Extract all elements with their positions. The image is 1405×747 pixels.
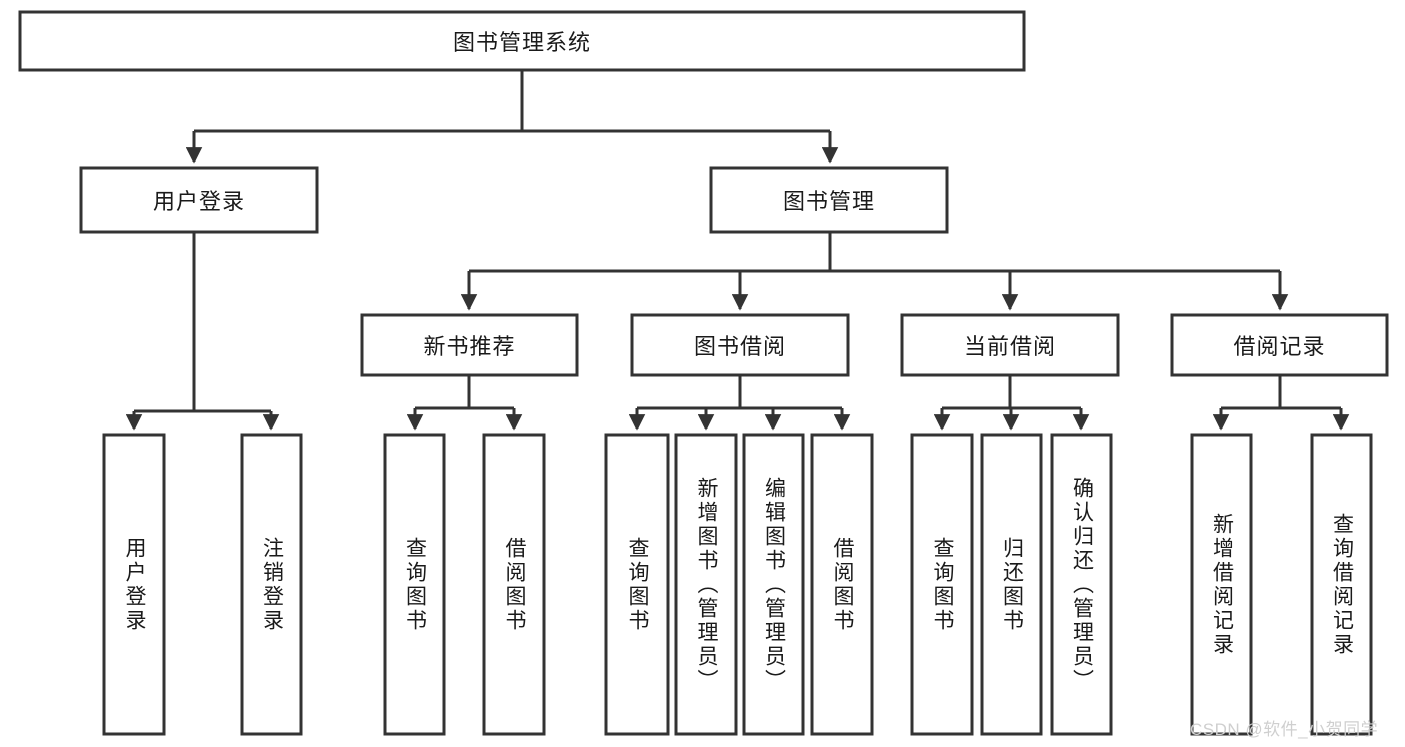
connector-book-manage-to-level3 [460,232,1289,311]
node-box-leaf-query-book-nb[interactable] [383,433,446,736]
node-box-book-borrow[interactable] [630,313,850,377]
connector-borrow-record-to-leaves [1212,375,1350,431]
node-box-leaf-borrow-book-bb[interactable] [810,433,874,736]
connector-root-to-level2 [185,70,839,164]
node-box-leaf-add-book[interactable] [674,433,738,736]
node-box-leaf-user-login[interactable] [102,433,166,736]
node-box-leaf-return-book[interactable] [980,433,1043,736]
node-box-leaf-edit-book[interactable] [742,433,805,736]
node-box-leaf-query-book-cb[interactable] [910,433,974,736]
connector-new-book-recommend-to-leaves [406,375,523,431]
csdn-watermark: CSDN @软件_小贺同学 [1190,720,1379,739]
node-box-leaf-query-book-bb[interactable] [604,433,670,736]
node-box-leaf-query-record[interactable] [1310,433,1373,736]
connector-current-borrow-to-leaves [933,375,1090,431]
node-box-new-book-recommend[interactable] [360,313,579,377]
node-box-leaf-user-logout[interactable] [240,433,303,736]
node-box-book-manage[interactable] [709,166,949,234]
node-box-leaf-confirm-return[interactable] [1050,433,1113,736]
connector-book-borrow-to-leaves [628,375,851,431]
node-box-borrow-record[interactable] [1170,313,1389,377]
node-box-leaf-add-record[interactable] [1190,433,1253,736]
node-box-current-borrow[interactable] [900,313,1120,377]
node-box-leaf-borrow-book-nb[interactable] [482,433,546,736]
node-box-user-login[interactable] [79,166,319,234]
node-box-root[interactable] [18,10,1026,72]
connector-user-login-to-leaves [125,232,280,431]
